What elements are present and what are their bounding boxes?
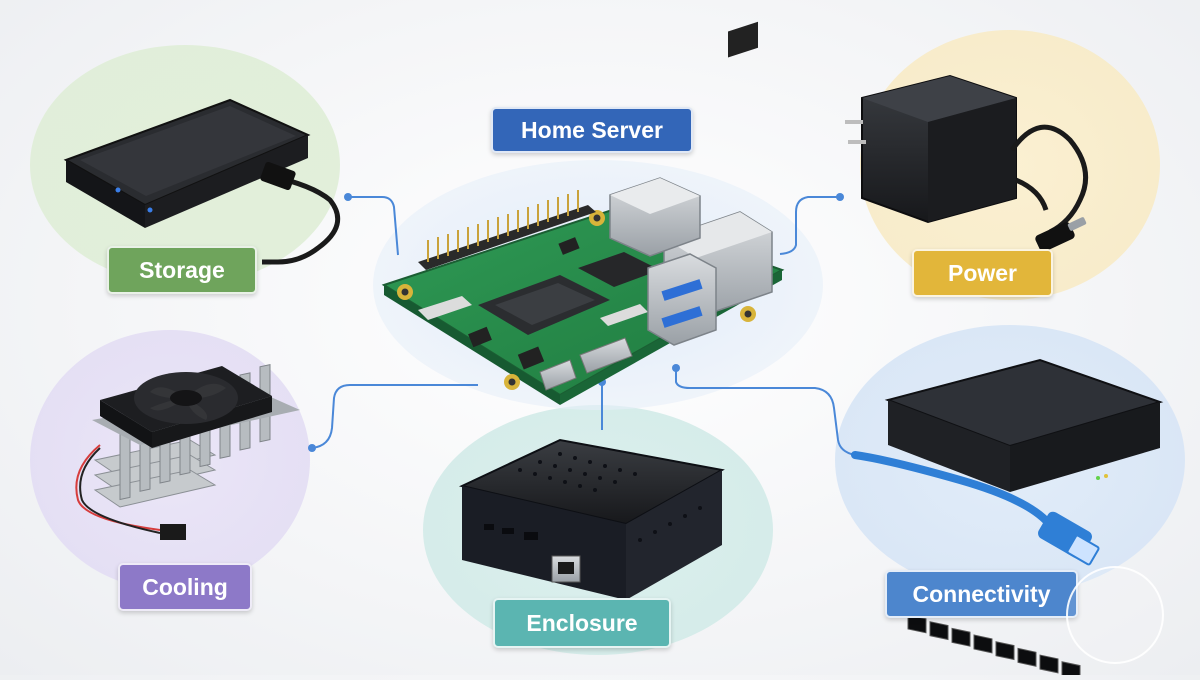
network-switch-icon <box>851 358 1164 680</box>
title-label: Home Server <box>491 107 693 153</box>
mini-pc-case-icon <box>458 438 725 600</box>
storage-label: Storage <box>107 246 257 294</box>
power-label: Power <box>912 249 1053 297</box>
heatsink-fan-icon <box>75 364 300 540</box>
cooling-label: Cooling <box>118 563 252 611</box>
connector-dots <box>308 193 844 452</box>
external-drive-icon <box>63 98 341 265</box>
single-board-computer-icon <box>381 21 785 405</box>
connector-storage <box>348 196 399 256</box>
watermark-badge <box>1066 566 1164 664</box>
enclosure-label: Enclosure <box>493 598 671 648</box>
power-adapter-icon <box>845 74 1089 252</box>
connector-cooling <box>311 384 478 449</box>
connector-power <box>779 196 840 255</box>
connector-lines <box>311 196 856 456</box>
connector-connectivity <box>675 368 856 456</box>
connectivity-label: Connectivity <box>885 570 1078 618</box>
